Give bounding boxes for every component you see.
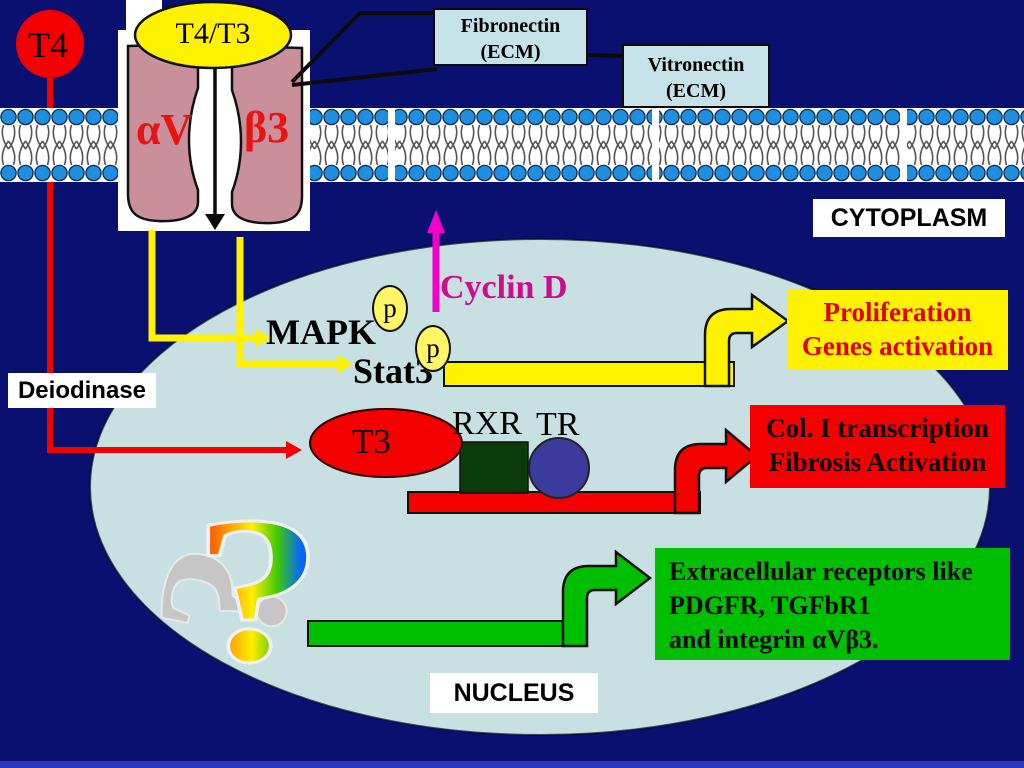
t4-label: T4 bbox=[28, 25, 68, 65]
cyclin-d-label: Cyclin D bbox=[440, 269, 568, 306]
receptors-line3: and integrin αVβ3. bbox=[669, 625, 879, 654]
tr-label: TR bbox=[536, 406, 580, 443]
nucleus-label: NUCLEUS bbox=[430, 673, 598, 713]
fibronectin-line1: Fibronectin bbox=[460, 15, 561, 37]
receptors-outcome-box: Extracellular receptors like PDGFR, TGFb… bbox=[655, 548, 1010, 660]
proliferation-gene-bar bbox=[443, 361, 735, 387]
phospho-badge-stat3: p bbox=[415, 325, 451, 372]
receptor-elbow-arrow bbox=[561, 549, 653, 648]
alpha-v-label: αV bbox=[136, 105, 193, 154]
hormone-entry-arrowhead bbox=[205, 214, 225, 230]
fibrosis-outcome-box: Col. I transcription Fibrosis Activation bbox=[750, 405, 1005, 488]
receptor-gene-bar bbox=[307, 620, 571, 647]
mapk-label: MAPK bbox=[266, 312, 376, 352]
t4-t3-label: T4/T3 bbox=[175, 17, 251, 50]
t4-t3-ellipse bbox=[133, 0, 293, 70]
cyclin-d-arrowhead bbox=[427, 210, 445, 233]
fibronectin-line2: (ECM) bbox=[480, 41, 541, 63]
fibrosis-elbow-arrow bbox=[673, 427, 759, 515]
proliferation-line2: Genes activation bbox=[801, 331, 994, 361]
rxr-label: RXR bbox=[452, 405, 522, 442]
integrin-receptor bbox=[118, 0, 310, 231]
fibronectin-connector-lower bbox=[291, 67, 438, 87]
bottom-strip bbox=[0, 761, 1024, 768]
proliferation-outcome-box: Proliferation Genes activation bbox=[787, 290, 1008, 370]
cytoplasm-label: CYTOPLASM bbox=[813, 199, 1005, 237]
fibronectin-box: Fibronectin (ECM) bbox=[433, 8, 588, 66]
phospho-badge-mapk: p bbox=[372, 285, 408, 332]
stat3-arrowhead bbox=[338, 355, 353, 373]
t3-ellipse bbox=[309, 408, 463, 478]
vitronectin-box: Vitronectin (ECM) bbox=[622, 44, 770, 108]
t4-deiodinase-path bbox=[47, 74, 286, 453]
vitronectin-line1: Vitronectin bbox=[647, 54, 745, 76]
deiodinase-label: Deiodinase bbox=[8, 373, 156, 408]
stat3-connector bbox=[236, 237, 338, 368]
tr-circle bbox=[528, 437, 590, 499]
proliferation-elbow-arrow bbox=[703, 292, 791, 388]
proliferation-line1: Proliferation bbox=[823, 297, 972, 327]
rxr-square bbox=[459, 441, 529, 494]
t3-label: T3 bbox=[352, 422, 391, 461]
fibronectin-connector-upper bbox=[290, 11, 433, 84]
vitronectin-connector bbox=[587, 53, 624, 58]
fibrosis-line2: Fibrosis Activation bbox=[768, 447, 987, 477]
t4-circle bbox=[16, 10, 84, 78]
question-mark-rainbow: ? bbox=[192, 474, 323, 706]
receptors-line1: Extracellular receptors like bbox=[669, 557, 973, 586]
vitronectin-line2: (ECM) bbox=[666, 80, 726, 102]
alpha-v-subunit bbox=[126, 42, 200, 223]
mapk-connector bbox=[148, 230, 256, 342]
t3-arrowhead bbox=[286, 441, 302, 459]
beta-3-label: β3 bbox=[244, 103, 290, 152]
receptors-line2: PDGFR, TGFbR1 bbox=[669, 591, 871, 620]
fibrosis-line1: Col. I transcription bbox=[766, 413, 989, 443]
beta-3-subunit bbox=[230, 44, 304, 225]
mapk-arrowhead bbox=[256, 329, 271, 347]
